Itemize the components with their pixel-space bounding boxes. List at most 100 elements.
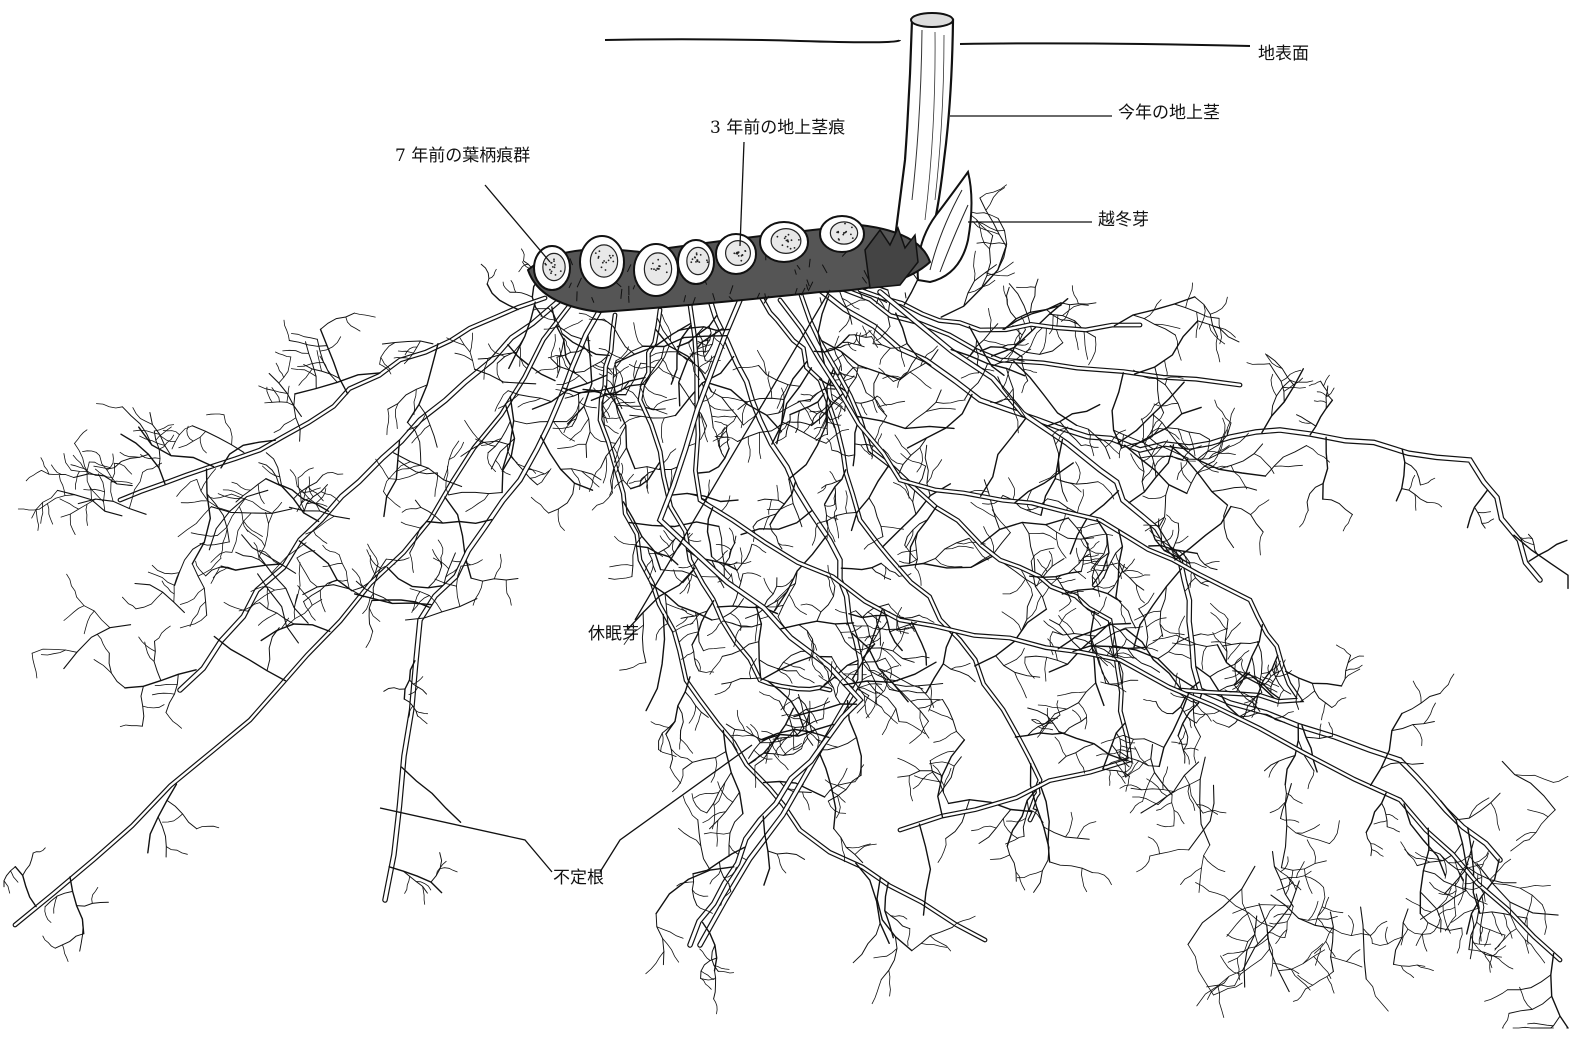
rootlet xyxy=(1346,665,1363,671)
rootlet xyxy=(908,929,910,946)
rootlet xyxy=(166,713,182,729)
rootlet xyxy=(681,652,694,660)
rootlet xyxy=(1030,279,1038,312)
rootlet xyxy=(645,386,667,398)
rootlet xyxy=(759,692,779,701)
rootlet xyxy=(1145,422,1162,443)
rootlet xyxy=(903,656,930,658)
rootlet xyxy=(97,635,109,654)
rootlet xyxy=(714,999,718,1014)
rootlet xyxy=(1235,664,1237,684)
rootlet xyxy=(934,731,957,742)
rootlet xyxy=(11,871,19,882)
rootlet xyxy=(133,408,153,425)
rootlet xyxy=(87,462,92,500)
scar-dot xyxy=(608,260,610,262)
rootlet xyxy=(1402,489,1427,503)
rootlet xyxy=(41,650,65,655)
rootlet xyxy=(1187,717,1191,728)
scar-dot xyxy=(652,263,654,265)
rootlet xyxy=(352,569,364,589)
rootlet xyxy=(1029,533,1056,540)
rootlet xyxy=(389,468,429,479)
rootlet xyxy=(981,418,1026,496)
rootlet xyxy=(1156,379,1182,414)
rootlet xyxy=(1059,608,1076,625)
rootlet xyxy=(656,623,668,640)
rootlet xyxy=(609,577,632,580)
label-ground-surface: 地表面 xyxy=(1258,46,1309,63)
rootlet xyxy=(1485,930,1491,946)
label-adventitious-roots: 不定根 xyxy=(553,870,604,887)
rootlet xyxy=(1427,502,1442,507)
rootlet xyxy=(163,430,179,434)
rhizome-texture xyxy=(905,292,906,298)
rootlet xyxy=(1332,698,1346,708)
rootlet xyxy=(788,422,812,425)
rootlet xyxy=(579,402,597,408)
rootlet xyxy=(1210,603,1228,619)
rootlet xyxy=(520,345,521,367)
rootlet xyxy=(455,353,473,360)
rootlet xyxy=(1003,579,1026,594)
rootlet xyxy=(267,587,268,609)
rootlet xyxy=(604,319,635,354)
rootlet xyxy=(719,526,724,575)
rootlet xyxy=(346,317,360,331)
rootlet xyxy=(801,394,813,396)
rootlet xyxy=(294,563,300,608)
adventitious-root xyxy=(120,298,545,500)
rootlet xyxy=(470,333,473,352)
scar-dot xyxy=(694,257,696,259)
rootlet xyxy=(1186,283,1193,308)
rootlet xyxy=(661,358,673,381)
rootlet xyxy=(759,432,760,458)
rootlet xyxy=(1271,374,1277,396)
rootlet xyxy=(64,606,84,621)
rootlet xyxy=(1372,937,1402,945)
rootlet xyxy=(267,628,279,671)
rootlet xyxy=(645,560,652,572)
rootlet xyxy=(1081,539,1103,553)
rootlet xyxy=(1553,776,1568,782)
scar-dot xyxy=(666,271,668,273)
rootlet xyxy=(692,794,707,813)
rootlet xyxy=(192,564,206,615)
label-dormant-bud: 休眠芽 xyxy=(588,626,639,643)
rootlet xyxy=(879,401,905,407)
rootlet xyxy=(1031,561,1046,609)
rootlet xyxy=(1211,613,1227,630)
rootlet xyxy=(1193,687,1200,736)
rootlet xyxy=(1366,832,1372,855)
rootlet xyxy=(152,565,179,574)
rootlet xyxy=(604,417,620,418)
rootlet xyxy=(1063,305,1089,316)
rootlet xyxy=(32,490,58,518)
rootlet xyxy=(1251,500,1269,515)
rootlet xyxy=(410,553,414,573)
rootlet xyxy=(996,656,1040,677)
scar-dot xyxy=(653,268,655,270)
rootlet xyxy=(139,427,214,467)
rootlet xyxy=(564,320,583,330)
scar-dot xyxy=(786,240,788,242)
rootlet xyxy=(1074,568,1086,578)
rootlet xyxy=(1322,703,1326,720)
rootlet xyxy=(1212,487,1257,492)
rootlet xyxy=(1475,852,1489,863)
scar-dot xyxy=(658,265,660,267)
rootlet xyxy=(1315,927,1334,954)
scar-dot xyxy=(852,237,854,239)
rootlet xyxy=(980,185,1007,198)
rootlet xyxy=(55,934,83,949)
scar-dot xyxy=(737,251,739,253)
rootlet xyxy=(1223,951,1245,956)
rootlet xyxy=(629,522,719,527)
rootlet xyxy=(1197,970,1243,1006)
rootlet xyxy=(1401,966,1413,978)
rootlet xyxy=(1177,458,1188,479)
rootlet xyxy=(405,876,410,893)
rootlet xyxy=(1016,872,1025,890)
rootlet xyxy=(1072,286,1078,304)
rootlet xyxy=(1159,694,1188,766)
